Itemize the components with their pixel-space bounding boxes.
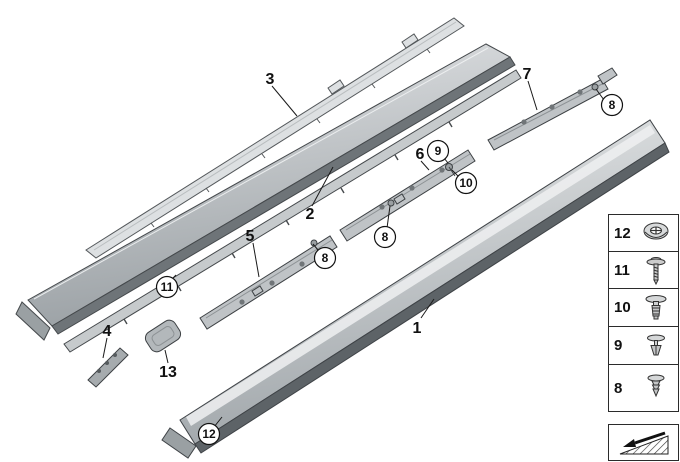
rail-tabs bbox=[123, 121, 453, 325]
direction-indicator bbox=[608, 424, 679, 461]
strip-tab bbox=[327, 79, 345, 95]
rivet-glyph bbox=[591, 83, 599, 91]
legend-row-9[interactable]: 9 bbox=[609, 327, 678, 365]
rail-end-bracket bbox=[597, 67, 618, 85]
screw-washer-icon bbox=[636, 253, 675, 287]
rail-hole bbox=[239, 299, 245, 305]
rail-hole bbox=[439, 167, 445, 173]
part-carrier-center bbox=[339, 149, 476, 242]
legend-number: 9 bbox=[614, 337, 623, 354]
legend-row-10[interactable]: 10 bbox=[609, 289, 678, 327]
part-upper-trim-strip bbox=[85, 17, 465, 259]
rail-hole bbox=[409, 185, 415, 191]
legend-number: 12 bbox=[614, 224, 631, 242]
callout-8-front[interactable]: 8 bbox=[313, 246, 337, 270]
rail-tab bbox=[393, 193, 406, 205]
part-holder-rail bbox=[63, 69, 522, 353]
rail-hole bbox=[521, 119, 527, 125]
callout-9[interactable]: 9 bbox=[426, 139, 450, 163]
rail-hole bbox=[379, 204, 385, 210]
part-sill-strip bbox=[15, 43, 516, 341]
part-carrier-front bbox=[199, 235, 338, 330]
legend-number: 8 bbox=[614, 379, 623, 397]
svg-text:12: 12 bbox=[202, 427, 216, 441]
plug-clip-icon bbox=[636, 330, 675, 362]
expanding-nut-icon bbox=[636, 370, 675, 406]
fastener-legend: 12 11 bbox=[608, 214, 679, 412]
part-carrier-rear bbox=[487, 67, 618, 151]
callout-8-rear[interactable]: 8 bbox=[600, 93, 624, 117]
callout-6[interactable]: 6 bbox=[416, 146, 425, 163]
part-end-bracket bbox=[87, 347, 129, 388]
rail-hole bbox=[577, 89, 583, 95]
legend-number: 10 bbox=[614, 299, 631, 316]
part-cover-cap bbox=[144, 319, 182, 353]
strip-end-cap bbox=[15, 301, 51, 341]
svg-text:8: 8 bbox=[322, 251, 329, 265]
callout-3[interactable]: 3 bbox=[266, 71, 275, 88]
callout-5[interactable]: 5 bbox=[246, 228, 255, 245]
rail-tab bbox=[251, 285, 264, 297]
bracket-stud bbox=[97, 369, 101, 373]
callout-10[interactable]: 10 bbox=[454, 171, 478, 195]
bracket-stud bbox=[113, 353, 117, 357]
clip-ticks bbox=[150, 48, 431, 228]
bracket-stud bbox=[105, 361, 109, 365]
svg-text:8: 8 bbox=[609, 98, 616, 112]
svg-text:9: 9 bbox=[435, 144, 442, 158]
callout-7[interactable]: 7 bbox=[523, 66, 532, 83]
legend-row-11[interactable]: 11 bbox=[609, 252, 678, 289]
rail-hole bbox=[549, 104, 555, 110]
legend-row-8[interactable]: 8 bbox=[609, 365, 678, 411]
callout-2[interactable]: 2 bbox=[306, 206, 315, 223]
strip-tab bbox=[401, 33, 419, 49]
sill-end-cap bbox=[161, 427, 197, 459]
rail-hole bbox=[299, 261, 305, 267]
installation-direction-icon bbox=[619, 431, 668, 454]
legend-number: 11 bbox=[614, 261, 630, 279]
callout-12[interactable]: 12 bbox=[197, 422, 221, 446]
expanding-rivet-icon bbox=[636, 292, 675, 324]
svg-text:11: 11 bbox=[161, 280, 174, 294]
callout-1[interactable]: 1 bbox=[413, 320, 422, 337]
callout-8-center[interactable]: 8 bbox=[373, 225, 397, 249]
rivet-glyph bbox=[310, 239, 318, 247]
clip-glyph bbox=[445, 163, 456, 177]
callout-4[interactable]: 4 bbox=[103, 323, 112, 340]
part-main-sill-panel bbox=[161, 119, 670, 459]
rivet-glyph bbox=[387, 199, 395, 207]
legend-row-12[interactable]: 12 bbox=[609, 215, 678, 252]
rail-hole bbox=[269, 280, 275, 286]
svg-text:8: 8 bbox=[382, 230, 389, 244]
callout-13[interactable]: 13 bbox=[159, 364, 177, 381]
callout-11[interactable]: 11 bbox=[155, 275, 179, 299]
grommet-nut-icon bbox=[636, 218, 675, 248]
svg-text:10: 10 bbox=[459, 176, 473, 190]
